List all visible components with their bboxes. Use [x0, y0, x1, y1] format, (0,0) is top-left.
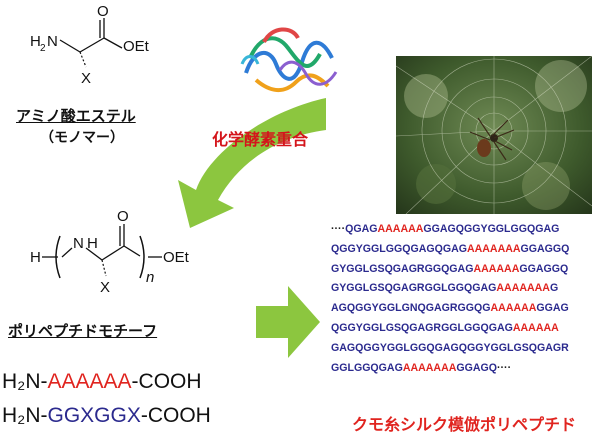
block-arrow: [256, 286, 320, 358]
sequence-line: GYGGLGSQGAGRGGQGAGAAAAAAGGAGGQ: [331, 260, 569, 280]
polymer-heading: ポリペプチドモチーフ: [8, 320, 157, 341]
alanine-block: AAAAAA: [378, 223, 424, 235]
polymer-atom-n: N: [73, 235, 84, 252]
formula-motif-glycine: GGXGGX: [47, 404, 140, 427]
alanine-block: AAAAAA: [513, 322, 559, 334]
formula-alanine: H₂N-AAAAAA-COOH: [2, 370, 202, 394]
sequence-line: QGGYGGLGGQGAGQGAGAAAAAAAGGAGGQ: [331, 240, 569, 260]
alanine-block: AAAAAA: [491, 302, 537, 314]
glycine-segment: GGAGGQ: [519, 263, 568, 275]
polymer-ester: OEt: [163, 249, 190, 266]
formula-motif-alanine: AAAAAA: [47, 370, 131, 393]
formula-prefix: H₂N-: [2, 404, 47, 427]
alanine-block: AAAAAAA: [403, 362, 457, 374]
glycine-segment: QGAG: [345, 223, 377, 235]
sequence-line: ····QGAGAAAAAAGGAGQGGYGGLGGQGAG: [331, 220, 569, 240]
glycine-segment: QGGYGGLGSQGAGRGGLGGQGAG: [331, 322, 513, 334]
glycine-segment: GGLGGQGAG: [331, 362, 403, 374]
polymer-structure: H N H O n OEt X: [0, 200, 260, 300]
sequence-line: GAGQGGYGGLGGQGAGQGGYGGLGSQGAGR: [331, 339, 569, 359]
formula-glycine: H₂N-GGXGGX-COOH: [2, 404, 211, 428]
glycine-segment: QGGYGGLGGQGAGQGAG: [331, 243, 467, 255]
formula-prefix: H₂N-: [2, 370, 47, 393]
sequence-line: GYGGLGSQGAGRGGLGGQGAGAAAAAAAG: [331, 279, 569, 299]
formula-suffix: -COOH: [141, 404, 211, 427]
sequence-line: AGQGGYGGLGNQGAGRGGQGAAAAAAGGAG: [331, 299, 569, 319]
sequence-line: QGGYGGLGSQGAGRGGLGGQGAGAAAAAA: [331, 319, 569, 339]
ellipsis: ····: [331, 223, 345, 235]
glycine-segment: GGAGQ: [456, 362, 497, 374]
alanine-block: AAAAAAA: [496, 282, 550, 294]
glycine-segment: GYGGLGSQGAGRGGLGGQGAG: [331, 282, 496, 294]
polymer-side-chain: X: [100, 279, 110, 296]
monomer-heading: アミノ酸エステル: [16, 105, 136, 126]
polymer-atom-h-end: H: [30, 249, 41, 266]
sequence-line: GGLGGQGAGAAAAAAAGGAGQ····: [331, 359, 569, 379]
ellipsis: ····: [497, 362, 511, 374]
caption: クモ糸シルク模倣ポリペプチド: [352, 411, 576, 435]
glycine-segment: GGAGGQ: [521, 243, 570, 255]
reaction-label: 化学酵素重合: [212, 126, 308, 150]
formula-suffix: -COOH: [132, 370, 202, 393]
monomer-side-chain: X: [81, 70, 91, 87]
monomer-atom-n: N: [47, 33, 58, 50]
monomer-atom-h-sub: 2: [40, 43, 46, 54]
monomer-ester: OEt: [123, 38, 150, 55]
polymer-repeat-n: n: [146, 269, 154, 286]
glycine-segment: GYGGLGSQGAGRGGQGAG: [331, 263, 473, 275]
monomer-atom-o: O: [97, 3, 109, 20]
spider-web-photo: [396, 56, 592, 214]
glycine-segment: AGQGGYGGLGNQGAGRGGQG: [331, 302, 491, 314]
glycine-segment: G: [550, 282, 558, 294]
polymer-atom-o: O: [117, 208, 129, 225]
alanine-block: AAAAAAA: [467, 243, 521, 255]
glycine-segment: GGAG: [536, 302, 568, 314]
glycine-segment: GGAGQGGYGGLGGQGAG: [423, 223, 559, 235]
monomer-subheading: （モノマー）: [40, 127, 124, 147]
alanine-block: AAAAAA: [473, 263, 519, 275]
glycine-segment: GAGQGGYGGLGGQGAGQGGYGGLGSQGAGR: [331, 342, 569, 354]
